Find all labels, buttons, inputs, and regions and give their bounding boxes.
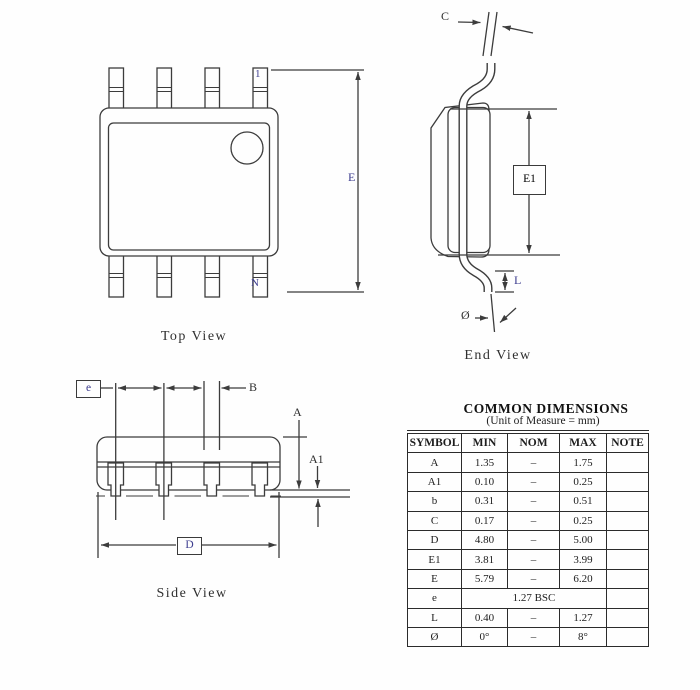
- table-row: E 5.79 – 6.20: [407, 568, 649, 590]
- header-min: MIN: [461, 432, 508, 454]
- cell-nom: –: [507, 471, 560, 493]
- cell-min: 1.35: [461, 452, 508, 473]
- cell-symbol: e: [407, 588, 462, 609]
- cell-nom: –: [507, 568, 560, 590]
- cell-symbol: E1: [407, 549, 462, 570]
- table-header-row: SYMBOL MIN NOM MAX NOTE: [407, 432, 649, 454]
- side-view-caption: Side View: [156, 586, 228, 601]
- dim-label-c: C: [441, 9, 450, 23]
- cell-max: 5.00: [559, 529, 607, 551]
- cell-nom: –: [507, 491, 560, 512]
- cell-symbol: C: [407, 510, 462, 531]
- cell-symbol: Ø: [407, 626, 462, 648]
- cell-max: 0.51: [559, 491, 607, 512]
- cell-note: [606, 607, 649, 628]
- dim-label-e-width: E: [347, 170, 357, 184]
- cell-min: 3.81: [461, 549, 508, 570]
- table-row: A1 0.10 – 0.25: [407, 471, 649, 493]
- table-title: COMMON DIMENSIONS: [463, 401, 629, 416]
- cell-note: [606, 626, 649, 648]
- cell-max: 1.27: [559, 607, 607, 628]
- table-row: C 0.17 – 0.25: [407, 510, 649, 531]
- cell-symbol: b: [407, 491, 462, 512]
- pin-n-label: N: [251, 277, 259, 289]
- cell-nom: –: [507, 549, 560, 570]
- dim-label-a1: A1: [309, 452, 324, 466]
- dim-label-a: A: [293, 405, 302, 419]
- cell-nom: –: [507, 510, 560, 531]
- top-view-shape: [99, 67, 364, 298]
- cell-symbol: E: [407, 568, 462, 590]
- cell-note: [606, 549, 649, 570]
- end-view-shape: [430, 11, 560, 333]
- cell-min: 0°: [461, 626, 508, 648]
- dimension-table-wrapper: SYMBOL MIN NOM MAX NOTE A 1.35 – 1.75 A1: [407, 430, 649, 648]
- cell-note: [606, 471, 649, 493]
- cell-min: 5.79: [461, 568, 508, 590]
- header-max: MAX: [559, 432, 607, 454]
- cell-min: 4.80: [461, 529, 508, 551]
- cell-symbol: A: [407, 452, 462, 473]
- cell-note: [606, 588, 649, 609]
- cell-note: [606, 491, 649, 512]
- dimension-table: SYMBOL MIN NOM MAX NOTE A 1.35 – 1.75 A1: [407, 432, 649, 648]
- table-subtitle: (Unit of Measure = mm): [486, 415, 600, 427]
- side-view-shape: [96, 381, 350, 558]
- table-row: D 4.80 – 5.00: [407, 529, 649, 551]
- cell-max: 0.25: [559, 510, 607, 531]
- table-row: b 0.31 – 0.51: [407, 491, 649, 512]
- dim-label-b: B: [249, 380, 258, 394]
- header-note: NOTE: [606, 432, 649, 454]
- cell-symbol: L: [407, 607, 462, 628]
- header-symbol: SYMBOL: [407, 432, 462, 454]
- cell-nom: –: [507, 607, 560, 628]
- dim-label-foot-angle: Ø: [461, 308, 470, 322]
- cell-max: 6.20: [559, 568, 607, 590]
- cell-min: 0.40: [461, 607, 508, 628]
- cell-max: 8°: [559, 626, 607, 648]
- top-view-caption: Top View: [160, 329, 228, 344]
- cell-note: [606, 568, 649, 590]
- table-row: L 0.40 – 1.27: [407, 607, 649, 628]
- cell-nom: –: [507, 626, 560, 648]
- cell-symbol: D: [407, 529, 462, 551]
- cell-min: 0.31: [461, 491, 508, 512]
- cell-span-value: 1.27 BSC: [461, 588, 607, 609]
- cell-max: 3.99: [559, 549, 607, 570]
- cell-nom: –: [507, 452, 560, 473]
- dim-label-e1-box: E1: [513, 165, 546, 195]
- cell-max: 1.75: [559, 452, 607, 473]
- pin-1-label: 1: [255, 68, 261, 80]
- table-row: E1 3.81 – 3.99: [407, 549, 649, 570]
- cell-note: [606, 510, 649, 531]
- end-view-caption: End View: [464, 348, 532, 363]
- dim-label-pitch-box: e: [76, 380, 101, 398]
- cell-note: [606, 452, 649, 473]
- cell-min: 0.17: [461, 510, 508, 531]
- cell-note: [606, 529, 649, 551]
- table-row: Ø 0° – 8°: [407, 626, 649, 648]
- cell-min: 0.10: [461, 471, 508, 493]
- cell-nom: –: [507, 529, 560, 551]
- table-row: A 1.35 – 1.75: [407, 452, 649, 473]
- dim-label-d-box: D: [177, 537, 202, 555]
- header-nom: NOM: [507, 432, 560, 454]
- cell-symbol: A1: [407, 471, 462, 493]
- dim-label-l: L: [514, 273, 522, 287]
- cell-max: 0.25: [559, 471, 607, 493]
- table-row-span: e 1.27 BSC: [407, 588, 649, 609]
